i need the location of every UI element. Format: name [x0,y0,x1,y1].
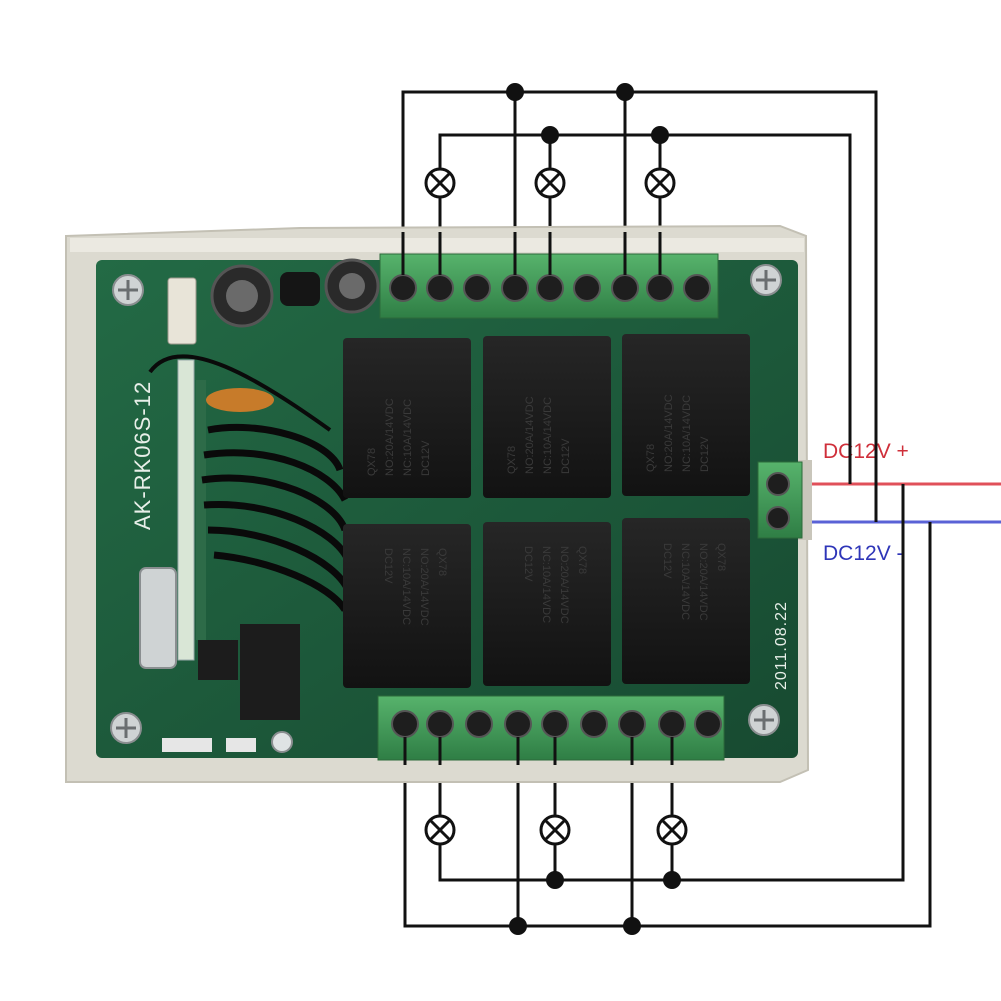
terminal-screw [426,710,454,738]
svg-text:NC:10A/14VDC: NC:10A/14VDC [542,397,554,474]
terminal-screw [504,710,532,738]
bottom-terminal-block [377,695,725,761]
terminal-screw [501,274,529,302]
led-indicator [271,731,293,753]
terminal-screw [658,710,686,738]
svg-text:DC12V: DC12V [382,548,394,584]
svg-text:QX78: QX78 [645,444,657,472]
lamp-x-circle-icon [534,167,566,199]
terminal-screw [694,710,722,738]
relay: QX78 NO:20A/14VDC NC:10A/14VDC DC12V [483,522,611,686]
ceramic-capacitor [206,388,274,412]
terminal-screw [465,710,493,738]
svg-text:NC:10A/14VDC: NC:10A/14VDC [681,395,693,472]
ic-chip [240,624,300,720]
terminal-screw [611,274,639,302]
svg-text:NO:20A/14VDC: NO:20A/14VDC [384,398,396,476]
svg-text:NO:20A/14VDC: NO:20A/14VDC [697,543,709,621]
power-terminal-block [757,461,803,539]
bottom-lamps [424,814,688,846]
junction-dot [546,871,564,889]
terminal-screw [389,274,417,302]
junction-dot [616,83,634,101]
learn-button [167,277,197,345]
ic-chip [198,640,238,680]
svg-text:NC:10A/14VDC: NC:10A/14VDC [679,543,691,620]
mounting-screw-icon [112,274,144,306]
svg-text:NC:10A/14VDC: NC:10A/14VDC [402,399,414,476]
junction-dot [623,917,641,935]
bottom-junctions [509,871,681,935]
terminal-screw [766,472,790,496]
svg-text:QX78: QX78 [715,543,727,571]
top-junctions [506,83,669,144]
relay: QX78 NO:20A/14VDC NC:10A/14VDC DC12V [622,518,750,684]
relay: QX78 NO:20A/14VDC NC:10A/14VDC DC12V [483,336,611,498]
mounting-screw-icon [110,712,142,744]
svg-text:QX78: QX78 [576,546,588,574]
top-lamps [424,167,676,199]
lamp-x-circle-icon [539,814,571,846]
power-wires: DC12V + DC12V - [800,440,1001,565]
relay: QX78 NO:20A/14VDC NC:10A/14VDC DC12V [343,524,471,688]
mounting-screw-icon [748,704,780,736]
junction-dot [509,917,527,935]
svg-text:QX78: QX78 [506,446,518,474]
terminal-screw [391,710,419,738]
junction-dot [506,83,524,101]
mounting-screw-icon [750,264,782,296]
svg-text:QX78: QX78 [366,448,378,476]
relay: QX78 NO:20A/14VDC NC:10A/14VDC DC12V [343,338,471,498]
terminal-screw [536,274,564,302]
pcb-board: AK-RK06S-12 2011.08.22 [96,253,803,761]
svg-text:DC12V: DC12V [522,546,534,582]
svg-text:NO:20A/14VDC: NO:20A/14VDC [524,396,536,474]
negative-label: DC12V - [823,542,904,565]
svg-text:NC:10A/14VDC: NC:10A/14VDC [540,546,552,623]
svg-text:NO:20A/14VDC: NO:20A/14VDC [663,394,675,472]
svg-text:QX78: QX78 [436,548,448,576]
svg-text:DC12V: DC12V [661,543,673,579]
terminal-screw [618,710,646,738]
terminal-screw [463,274,491,302]
positive-label: DC12V + [823,440,909,463]
board-model-label: AK-RK06S-12 [130,381,155,530]
junction-dot [541,126,559,144]
rf-module [177,359,195,661]
lamp-x-circle-icon [644,167,676,199]
terminal-screw [541,710,569,738]
junction-dot [663,871,681,889]
terminal-screw [683,274,711,302]
terminal-screw [766,506,790,530]
svg-text:NO:20A/14VDC: NO:20A/14VDC [558,546,570,624]
svg-text:DC12V: DC12V [560,438,572,474]
svg-text:NO:20A/14VDC: NO:20A/14VDC [418,548,430,626]
lamp-x-circle-icon [656,814,688,846]
svg-text:NC:10A/14VDC: NC:10A/14VDC [400,548,412,625]
svg-text:DC12V: DC12V [699,436,711,472]
terminal-screw [426,274,454,302]
junction-dot [651,126,669,144]
relays: QX78 NO:20A/14VDC NC:10A/14VDC DC12V QX7… [343,334,750,688]
lamp-x-circle-icon [424,167,456,199]
svg-text:DC12V: DC12V [420,440,432,476]
relay: QX78 NO:20A/14VDC NC:10A/14VDC DC12V [622,334,750,496]
terminal-screw [646,274,674,302]
terminal-screw [580,710,608,738]
antenna-coil [201,423,352,613]
terminal-screw [573,274,601,302]
board-date-label: 2011.08.22 [773,601,790,690]
terminal-wire-stubs [401,232,674,765]
crystal [139,567,177,669]
lamp-x-circle-icon [424,814,456,846]
